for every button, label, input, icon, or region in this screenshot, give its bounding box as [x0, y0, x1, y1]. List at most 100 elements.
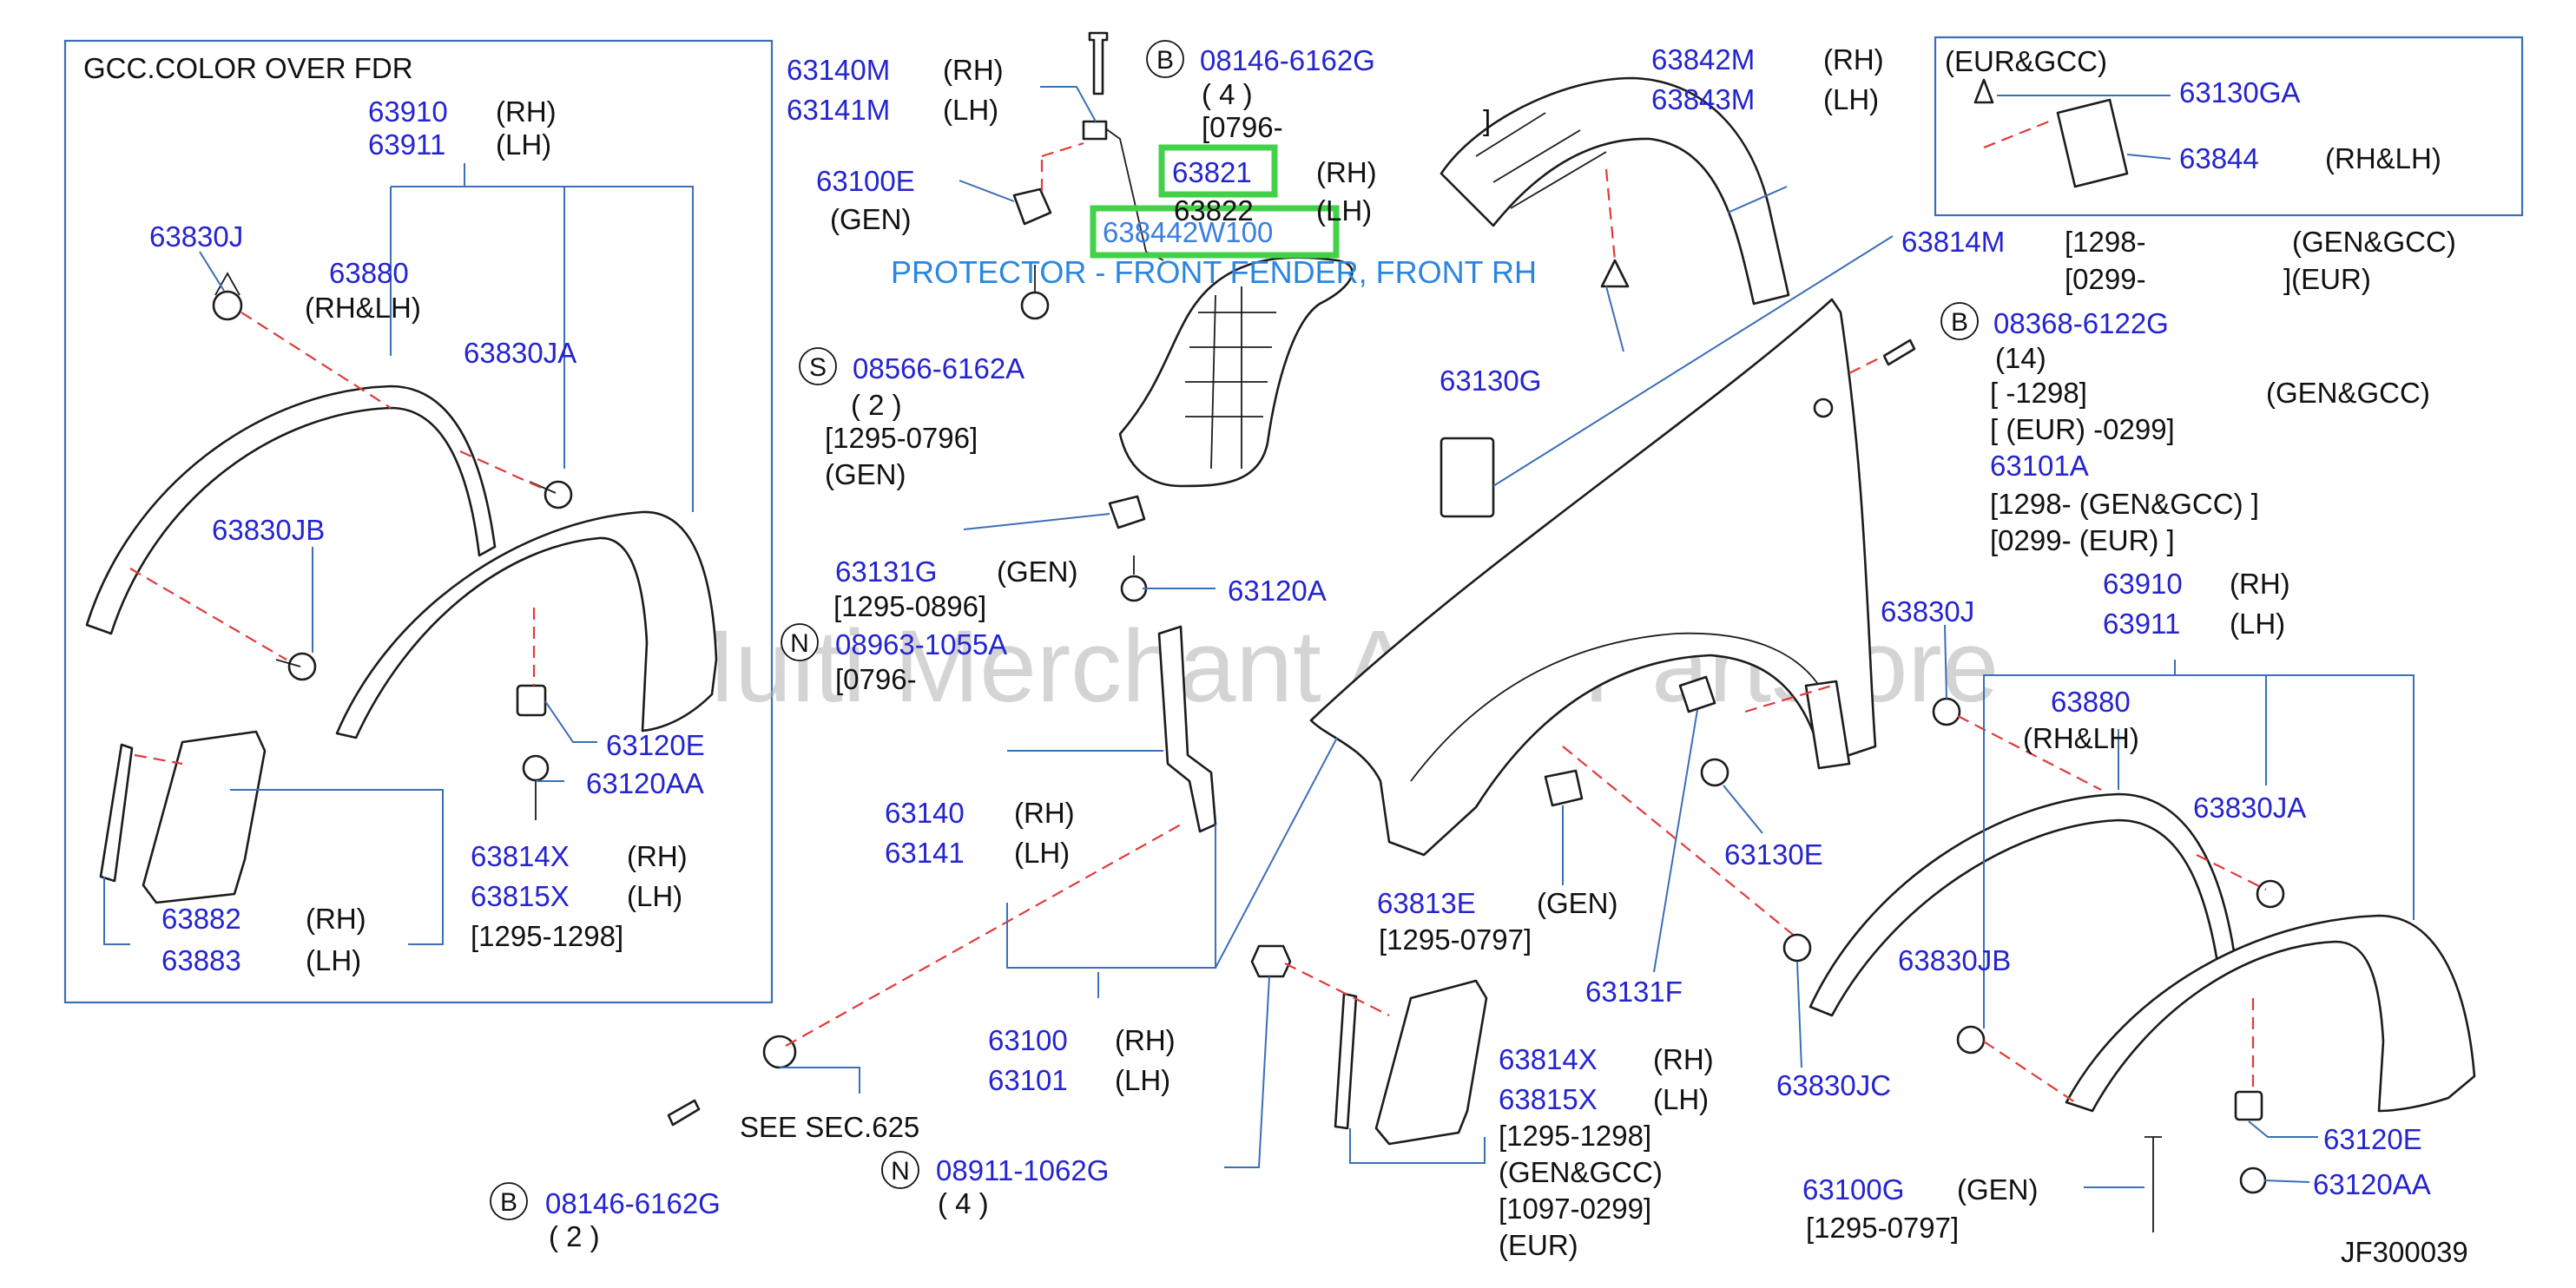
bolt-letter-n2: N [891, 1157, 910, 1186]
note-rh-4: (RH) [943, 54, 1004, 86]
fender-protector [1118, 256, 1354, 488]
note-1298: [1298- [2065, 226, 2146, 258]
bolt-lower-icon [667, 1099, 701, 1127]
part-08911-1062g-link[interactable]: 08911-1062G [936, 1154, 1109, 1186]
note-range-3: [1298- (GEN&GCC) ] [1990, 488, 2259, 520]
leader-lines [103, 86, 2415, 1188]
part-638442w100-link[interactable]: 638442W100 [1103, 216, 1273, 248]
part-63844-link[interactable]: 63844 [2179, 142, 2259, 174]
note-eur-2: ](EUR) [2283, 263, 2371, 295]
part-63141-link[interactable]: 63141 [885, 837, 965, 869]
part-63130ga-link[interactable]: 63130GA [2179, 76, 2300, 108]
part-63120aa-link[interactable]: 63120AA [586, 767, 704, 799]
bolt-letter-n1: N [790, 629, 809, 658]
part-63815x-link-1[interactable]: 63815X [471, 880, 570, 912]
note-rh-3: (RH) [306, 903, 366, 935]
nut-63130e-icon [1700, 758, 1729, 787]
part-63101a-link[interactable]: 63101A [1990, 450, 2089, 482]
assembly-line-3 [129, 568, 287, 660]
part-63882-link[interactable]: 63882 [161, 903, 241, 935]
part-63120e-link[interactable]: 63120E [606, 729, 705, 761]
bolt-letter-circle-b2 [1940, 302, 1979, 340]
clip-63131f-icon [1678, 675, 1716, 713]
note-gen-5: (GEN) [1957, 1173, 2039, 1206]
part-63120a-link[interactable]: 63120A [1228, 575, 1327, 607]
rivet-63100g-icon [2144, 1136, 2162, 1232]
nut-63120e-icon [516, 684, 547, 717]
assembly-line-15 [2196, 854, 2267, 890]
part-63100-link[interactable]: 63100 [988, 1024, 1068, 1056]
inner-fender-63842m [1440, 76, 1790, 306]
note-date-8: [1295-0797] [1379, 923, 1532, 956]
part-63821-link[interactable]: 63821 [1172, 156, 1252, 188]
part-63830jb-link[interactable]: 63830JB [212, 514, 325, 546]
bracket-63814m [1440, 437, 1495, 518]
part-08963-1055a-link[interactable]: 08963-1055A [835, 628, 1007, 660]
part-63880-link-2[interactable]: 63880 [2051, 686, 2131, 718]
part-63880-link[interactable]: 63880 [329, 257, 409, 289]
clip-63830j-stem [214, 272, 240, 296]
clip-63830jb-stem [275, 659, 301, 667]
note-rh-1: (RH) [496, 95, 557, 128]
part-63813e-link[interactable]: 63813E [1377, 887, 1476, 919]
part-63120aa-link-2[interactable]: 63120AA [2313, 1168, 2431, 1200]
part-63830j-link-2[interactable]: 63830J [1881, 595, 1974, 628]
part-63842m-link[interactable]: 63842M [1651, 43, 1755, 76]
part-63843m-link[interactable]: 63843M [1651, 83, 1755, 115]
clip-63100e-icon [1012, 187, 1052, 226]
bolt-letter-circle-n1 [781, 623, 819, 661]
part-63100g-link[interactable]: 63100G [1802, 1173, 1904, 1206]
bolt-letter-b1: B [1156, 46, 1174, 75]
part-63830ja-link-2[interactable]: 63830JA [2193, 792, 2306, 824]
right-panel-title: (EUR&GCC) [1945, 45, 2107, 77]
part-63101-link[interactable]: 63101 [988, 1064, 1068, 1096]
part-08146-6162g-link-2[interactable]: 08146-6162G [545, 1187, 721, 1219]
part-63814x-link-2[interactable]: 63814X [1499, 1043, 1598, 1075]
part-63830jb-link-2[interactable]: 63830JB [1898, 944, 2011, 976]
part-63814m-link[interactable]: 63814M [1901, 226, 2005, 258]
part-63830jc-link[interactable]: 63830JC [1776, 1069, 1891, 1101]
part-08146-6162g-link-1[interactable]: 08146-6162G [1200, 44, 1375, 76]
mudguard-mid [1374, 979, 1488, 1146]
left-inset-panel [63, 39, 774, 1004]
note-date-5: [0796- [835, 663, 917, 695]
part-63815x-link-2[interactable]: 63815X [1499, 1083, 1598, 1115]
part-63120e-link-2[interactable]: 63120E [2323, 1123, 2422, 1155]
part-63883-link[interactable]: 63883 [161, 944, 241, 976]
clip-r-63830j-icon [1932, 697, 1961, 726]
assembly-line-13 [1744, 684, 1833, 713]
bolt-markers: B S N B N B [490, 40, 1979, 1220]
bolt-letter-circle-n2 [881, 1151, 919, 1189]
part-63130e-link[interactable]: 63130E [1724, 838, 1823, 871]
front-fender [1309, 298, 1877, 857]
part-63130g-link[interactable]: 63130G [1440, 365, 1541, 397]
part-63814x-link-1[interactable]: 63814X [471, 840, 570, 872]
right-inset-panel [1934, 36, 2524, 217]
part-63140m-link[interactable]: 63140M [787, 54, 890, 86]
left-panel-title: GCC.COLOR OVER FDR [83, 52, 413, 84]
part-63911-link-2[interactable]: 63911 [2103, 608, 2180, 640]
part-63910-link[interactable]: 63910 [368, 95, 448, 128]
part-63140-link[interactable]: 63140 [885, 797, 965, 829]
part-63100e-link[interactable]: 63100E [816, 165, 915, 197]
clip-63130ga-icon [1973, 78, 1994, 104]
cover-63844 [2056, 98, 2129, 188]
note-rhlh-3: (RH&LH) [2023, 722, 2139, 754]
assembly-line-6 [1041, 141, 1084, 158]
bolt-letter-s: S [809, 353, 827, 382]
note-rhlh-2: (RH&LH) [2325, 142, 2441, 174]
part-08368-6122g-link[interactable]: 08368-6122G [1993, 307, 2169, 339]
assembly-line-12 [1562, 746, 1802, 943]
note-rh-2: (RH) [627, 840, 688, 872]
fender-wheel-arch-lip [1410, 632, 1833, 782]
part-63830ja-link[interactable]: 63830JA [464, 337, 576, 369]
note-lh-9: (LH) [1823, 83, 1879, 115]
part-63131f-link[interactable]: 63131F [1585, 976, 1683, 1008]
part-63141m-link[interactable]: 63141M [787, 94, 890, 126]
part-63910-link-2[interactable]: 63910 [2103, 568, 2183, 600]
bolt-letter-b3: B [500, 1188, 517, 1217]
part-08566-6162a-link[interactable]: 08566-6162A [853, 352, 1024, 384]
part-63131g-link[interactable]: 63131G [835, 555, 937, 588]
part-63911-link[interactable]: 63911 [368, 128, 445, 161]
part-63830j-link[interactable]: 63830J [149, 220, 243, 253]
